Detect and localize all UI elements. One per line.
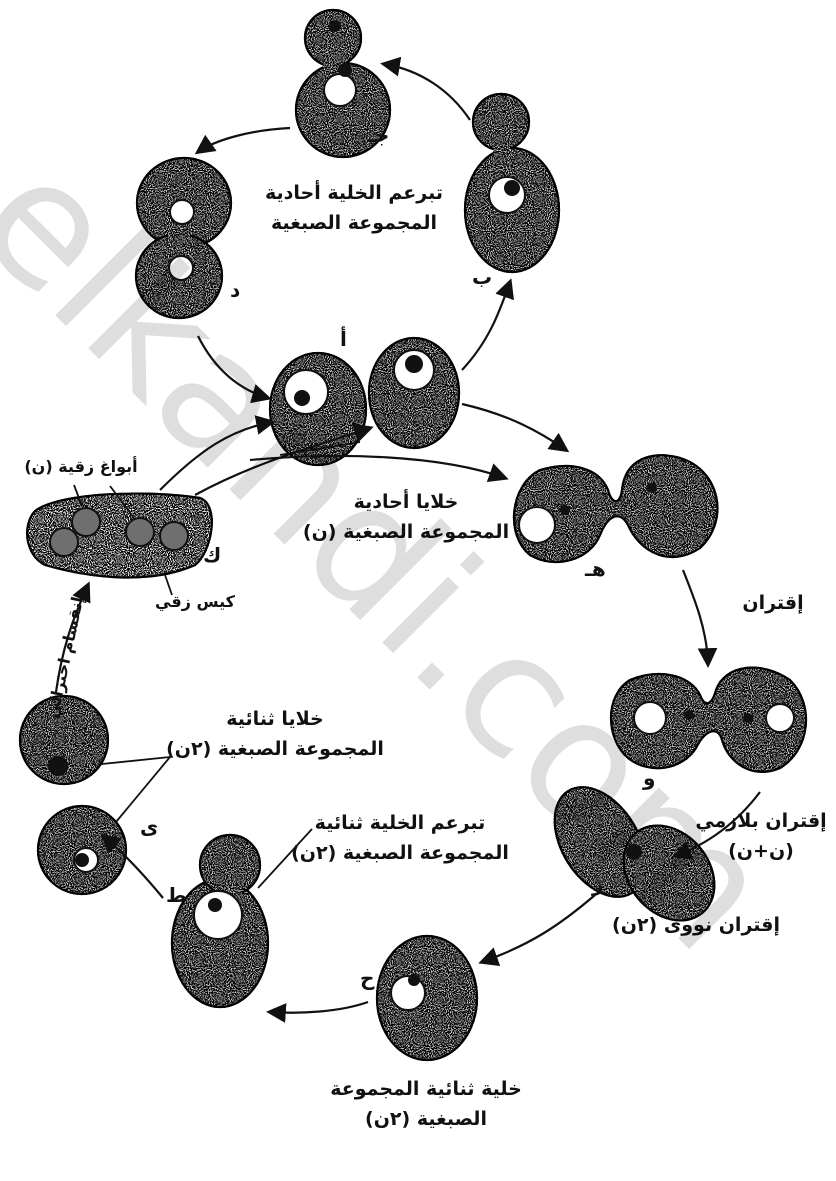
letter-t: ط <box>166 883 187 907</box>
arrow-b-to-j <box>384 64 470 120</box>
caption-line: خلية ثنائية المجموعة <box>316 1074 536 1104</box>
caption-plasmogamy: إقتران بلازمي (ن+ن) <box>686 806 836 866</box>
letter-w: و <box>643 766 655 790</box>
caption-haploid-cells: خلايا أحادية المجموعة الصبغية (ن) <box>296 487 516 547</box>
caption-karyogamy: إقتران نووى (٢ن) <box>596 910 796 940</box>
letter-d: د <box>230 278 240 302</box>
arrow-ascus-to-a1 <box>160 422 272 490</box>
caption-line: إقتران بلازمي <box>686 806 836 836</box>
caption-ascus: كيس زقي <box>140 592 250 611</box>
letter-k: ك <box>203 543 221 567</box>
letter-h: هـ <box>585 557 606 581</box>
ascospore <box>160 522 188 550</box>
caption-line: تبرعم الخلية ثنائية <box>290 808 510 838</box>
arrow-j-to-d <box>198 128 290 152</box>
caption-line: تبرعم الخلية أحادية <box>244 178 464 208</box>
caption-line: (ن+ن) <box>686 836 836 866</box>
ascospore <box>126 518 154 546</box>
caption-ascospores: أبواغ زقية (ن) <box>6 457 156 476</box>
arrow-hh-to-t <box>270 1002 368 1013</box>
arrow-a-to-b <box>462 282 510 370</box>
letter-j: جـ <box>368 123 389 147</box>
caption-line: خلايا ثنائية <box>160 704 390 734</box>
caption-line: المجموعة الصبغية <box>244 208 464 238</box>
arrow-h-to-w <box>683 570 708 664</box>
caption-diploid-cells: خلايا ثنائية المجموعة الصبغية (٢ن) <box>160 704 390 764</box>
caption-line: خلايا أحادية <box>296 487 516 517</box>
letter-y: ى <box>140 815 158 839</box>
letter-b: ب <box>472 265 492 289</box>
letter-hh: ح <box>360 966 374 990</box>
arrow-d-to-a <box>198 336 268 398</box>
caption-haploid-budding: تبرعم الخلية أحادية المجموعة الصبغية <box>244 178 464 238</box>
arrow-ascus-to-h <box>250 456 505 478</box>
caption-conjugation: إقتران <box>728 588 818 618</box>
caption-line: المجموعة الصبغية (٢ن) <box>290 838 510 868</box>
arrow-z-to-hh <box>482 895 595 962</box>
ascospore <box>50 528 78 556</box>
caption-line: الصبغية (٢ن) <box>316 1104 536 1134</box>
caption-diploid-cell: خلية ثنائية المجموعة الصبغية (٢ن) <box>316 1074 536 1134</box>
letter-a: أ <box>340 327 347 351</box>
letter-z: ز <box>592 872 604 896</box>
cell-d <box>136 158 231 318</box>
pointer-diploid-2 <box>116 757 170 822</box>
caption-line: المجموعة الصبغية (٢ن) <box>160 734 390 764</box>
caption-diploid-budding: تبرعم الخلية ثنائية المجموعة الصبغية (٢ن… <box>290 808 510 868</box>
caption-line: المجموعة الصبغية (ن) <box>296 517 516 547</box>
ascospore <box>72 508 100 536</box>
arrow-a-to-h <box>462 404 566 450</box>
